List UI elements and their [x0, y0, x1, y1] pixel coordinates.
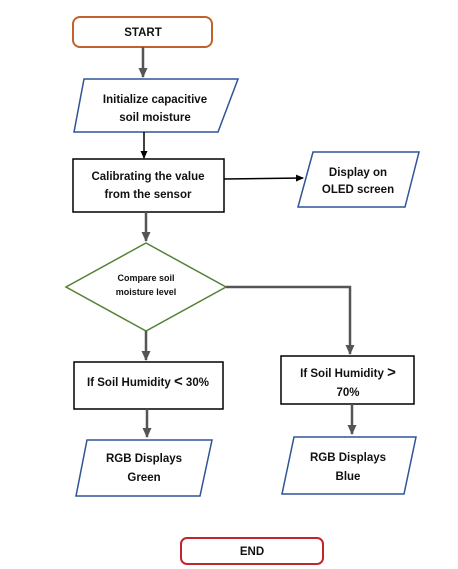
rgb-green-io-shape: [75, 439, 213, 497]
low-humidity-process-shape: [73, 361, 224, 410]
init-node: Initialize capacitive soil moisture: [73, 78, 240, 133]
display-oled-label-line1: Display on: [329, 167, 387, 179]
high-humidity-label-line2: 70%: [336, 387, 359, 399]
calibrate-process-shape: [72, 158, 225, 213]
arrow-calibrate-to-display: [223, 174, 304, 182]
calibrate-label-line2: from the sensor: [105, 189, 192, 201]
low-humidity-node: If Soil Humidity < 30%: [73, 361, 224, 410]
start-node: START: [72, 16, 213, 48]
rgb-green-label-line1: RGB Displays: [106, 453, 182, 465]
compare-node: Compare soil moisture level: [64, 242, 228, 332]
rgb-blue-label-line2: Blue: [336, 471, 361, 483]
init-label-line1: Initialize capacitive: [103, 94, 207, 106]
rgb-green-label-line2: Green: [127, 472, 160, 484]
high-humidity-label-line1: If Soil Humidity >: [300, 364, 396, 381]
end-label: END: [240, 546, 264, 558]
init-label-line2: soil moisture: [119, 112, 191, 124]
less-than-symbol: <: [174, 373, 183, 390]
rgb-blue-node: RGB Displays Blue: [281, 436, 417, 495]
rgb-blue-io-shape: [281, 436, 417, 495]
low-humidity-label: If Soil Humidity < 30%: [87, 373, 209, 390]
start-label: START: [124, 27, 161, 39]
low-humidity-value: 30%: [186, 377, 209, 389]
calibrate-label-line1: Calibrating the value: [91, 171, 204, 183]
calibrate-node: Calibrating the value from the sensor: [72, 158, 225, 213]
end-terminator-shape: [180, 537, 324, 565]
greater-than-symbol: >: [387, 364, 396, 381]
arrow-compare-to-high-humidity: [226, 285, 355, 355]
display-oled-label-line2: OLED screen: [322, 184, 394, 196]
high-humidity-process-shape: [280, 355, 415, 405]
end-node: END: [180, 537, 324, 565]
display-oled-io-shape: [297, 151, 420, 208]
high-humidity-text: If Soil Humidity: [300, 368, 384, 380]
display-oled-node: Display on OLED screen: [297, 151, 420, 208]
init-io-shape: [73, 78, 240, 133]
low-humidity-text: If Soil Humidity: [87, 377, 171, 389]
rgb-green-node: RGB Displays Green: [75, 439, 213, 497]
high-humidity-node: If Soil Humidity > 70%: [280, 355, 415, 405]
compare-label-line1: Compare soil: [117, 273, 174, 283]
compare-label-line2: moisture level: [116, 287, 177, 297]
rgb-blue-label-line1: RGB Displays: [310, 452, 386, 464]
